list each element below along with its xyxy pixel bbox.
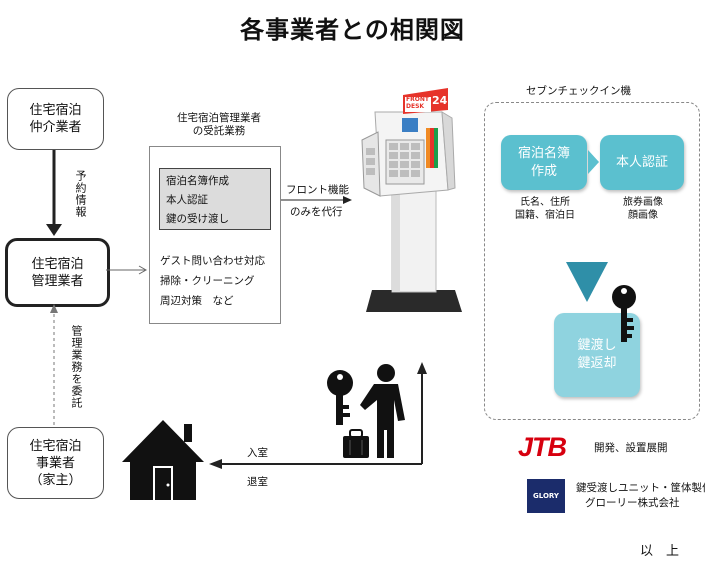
front-label-line2: のみを代行 xyxy=(290,206,343,218)
glory-logo: GLORY xyxy=(527,479,565,513)
kiosk-sign-number: 24 xyxy=(432,94,448,107)
service-item: 宿泊名簿作成 xyxy=(166,175,229,187)
intermediary-box: 住宅宿泊 仲介業者 xyxy=(7,88,104,150)
reservation-label: 予約情報 xyxy=(74,170,87,218)
step-guest-register: 宿泊名簿 作成 xyxy=(501,135,587,190)
service-item: 周辺対策 など xyxy=(160,295,234,307)
footer-end-mark: 以 上 xyxy=(640,544,680,559)
glory-description-2: グローリー株式会社 xyxy=(585,497,680,509)
kiosk-sign-text: FRONT DESK xyxy=(406,96,429,110)
owner-box: 住宅宿泊 事業者 （家主） xyxy=(7,427,104,499)
step2-caption: 旅券画像 顔画像 xyxy=(623,197,663,221)
checkout-label: 退室 xyxy=(247,476,268,488)
core-services-box xyxy=(159,168,271,230)
checkin-label: 入室 xyxy=(247,447,268,459)
front-label-line1: フロント機能 xyxy=(286,184,349,196)
manager-box: 住宅宿泊 管理業者 xyxy=(5,238,110,307)
service-item: 鍵の受け渡し xyxy=(166,213,229,225)
entrust-label: 管理業務を委託 xyxy=(70,325,83,409)
seven-checkin-title: セブンチェックイン機 xyxy=(526,85,631,97)
service-item: ゲスト問い合わせ対応 xyxy=(160,255,265,267)
jtb-description: 開発、設置展開 xyxy=(594,442,668,454)
services-title: 住宅宿泊管理業者 の受託業務 xyxy=(177,112,261,137)
service-item: 本人認証 xyxy=(166,194,208,206)
glory-description-1: 鍵受渡しユニット・筐体製作 xyxy=(576,482,705,494)
page-title: 各事業者との相関図 xyxy=(240,16,465,44)
kiosk-sign-line2: DESK xyxy=(406,103,425,110)
jtb-logo: JTB xyxy=(518,432,567,462)
seven-checkin-frame xyxy=(484,102,700,420)
kiosk-sign-line1: FRONT xyxy=(406,96,429,103)
step-identity-check: 本人認証 xyxy=(600,135,684,190)
step1-caption: 氏名、住所 国籍、宿泊日 xyxy=(515,197,575,221)
service-item: 掃除・クリーニング xyxy=(160,275,255,287)
